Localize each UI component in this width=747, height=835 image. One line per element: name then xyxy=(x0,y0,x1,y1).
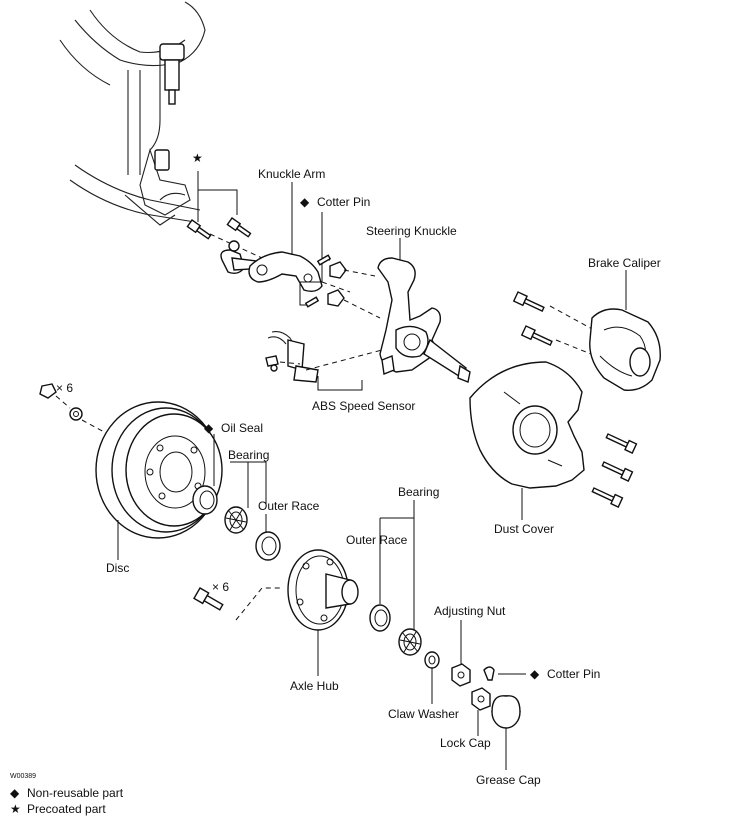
axle-hub xyxy=(287,549,359,676)
label-grease-cap: Grease Cap xyxy=(476,773,541,787)
label-cotter-pin-right: Cotter Pin xyxy=(547,667,600,681)
outer-bearing xyxy=(398,500,422,656)
inner-bearing xyxy=(224,461,267,536)
legend-diamond-symbol: ◆ xyxy=(10,786,20,800)
legend-star-symbol: ★ xyxy=(10,802,21,816)
label-steering-knuckle: Steering Knuckle xyxy=(366,224,457,238)
label-lock-cap: Lock Cap xyxy=(440,736,491,750)
label-cotter-pin-top: Cotter Pin xyxy=(317,195,370,209)
steering-knuckle xyxy=(377,238,471,383)
adjusting-nut xyxy=(451,620,471,687)
label-disc-bolt-qty: × 6 xyxy=(56,381,73,395)
diamond-cotter-pin-top: ◆ xyxy=(300,195,310,209)
steering-linkage-sketch xyxy=(59,1,206,226)
label-outer-race-left: Outer Race xyxy=(258,499,320,513)
label-axle-hub: Axle Hub xyxy=(290,679,339,693)
figure-code: W00389 xyxy=(10,773,36,780)
label-claw-washer: Claw Washer xyxy=(388,707,459,721)
grease-cap xyxy=(491,695,521,770)
legend-non-reusable-text: Non-reusable part xyxy=(27,786,124,800)
label-brake-caliper: Brake Caliper xyxy=(588,256,661,270)
dust-cover xyxy=(469,361,638,520)
diamond-cotter-pin-right: ◆ xyxy=(530,667,540,681)
hub-bolts xyxy=(193,587,282,621)
oil-seal xyxy=(192,434,218,515)
label-oil-seal: Oil Seal xyxy=(221,421,263,435)
label-abs-speed-sensor: ABS Speed Sensor xyxy=(312,399,415,413)
disc-hub-bolts xyxy=(39,383,131,447)
label-dust-cover: Dust Cover xyxy=(494,522,554,536)
claw-washer xyxy=(424,651,440,704)
outer-outer-race xyxy=(369,517,415,632)
label-bearing-left: Bearing xyxy=(228,448,269,462)
legend-precoated-text: Precoated part xyxy=(27,802,106,816)
legend: ◆ Non-reusable part ★ Precoated part xyxy=(10,786,124,816)
label-knuckle-arm: Knuckle Arm xyxy=(258,167,325,181)
knuckle-arm-bolts xyxy=(186,171,263,259)
cotter-pin-right xyxy=(483,666,526,681)
knuckle-arm xyxy=(248,182,351,293)
star-precoated-marker: ★ xyxy=(192,151,203,165)
cotter-pin-set-top xyxy=(299,212,381,319)
diamond-oil-seal: ◆ xyxy=(204,421,214,435)
label-bearing-right: Bearing xyxy=(398,485,439,499)
brake-caliper-assembly xyxy=(512,270,661,391)
inner-outer-race xyxy=(255,531,281,561)
lock-cap xyxy=(471,687,491,736)
label-adjusting-nut: Adjusting Nut xyxy=(434,604,506,618)
label-disc: Disc xyxy=(106,561,129,575)
label-outer-race-right: Outer Race xyxy=(346,533,408,547)
abs-speed-sensor xyxy=(265,331,383,391)
label-hub-bolt-qty: × 6 xyxy=(212,580,229,594)
